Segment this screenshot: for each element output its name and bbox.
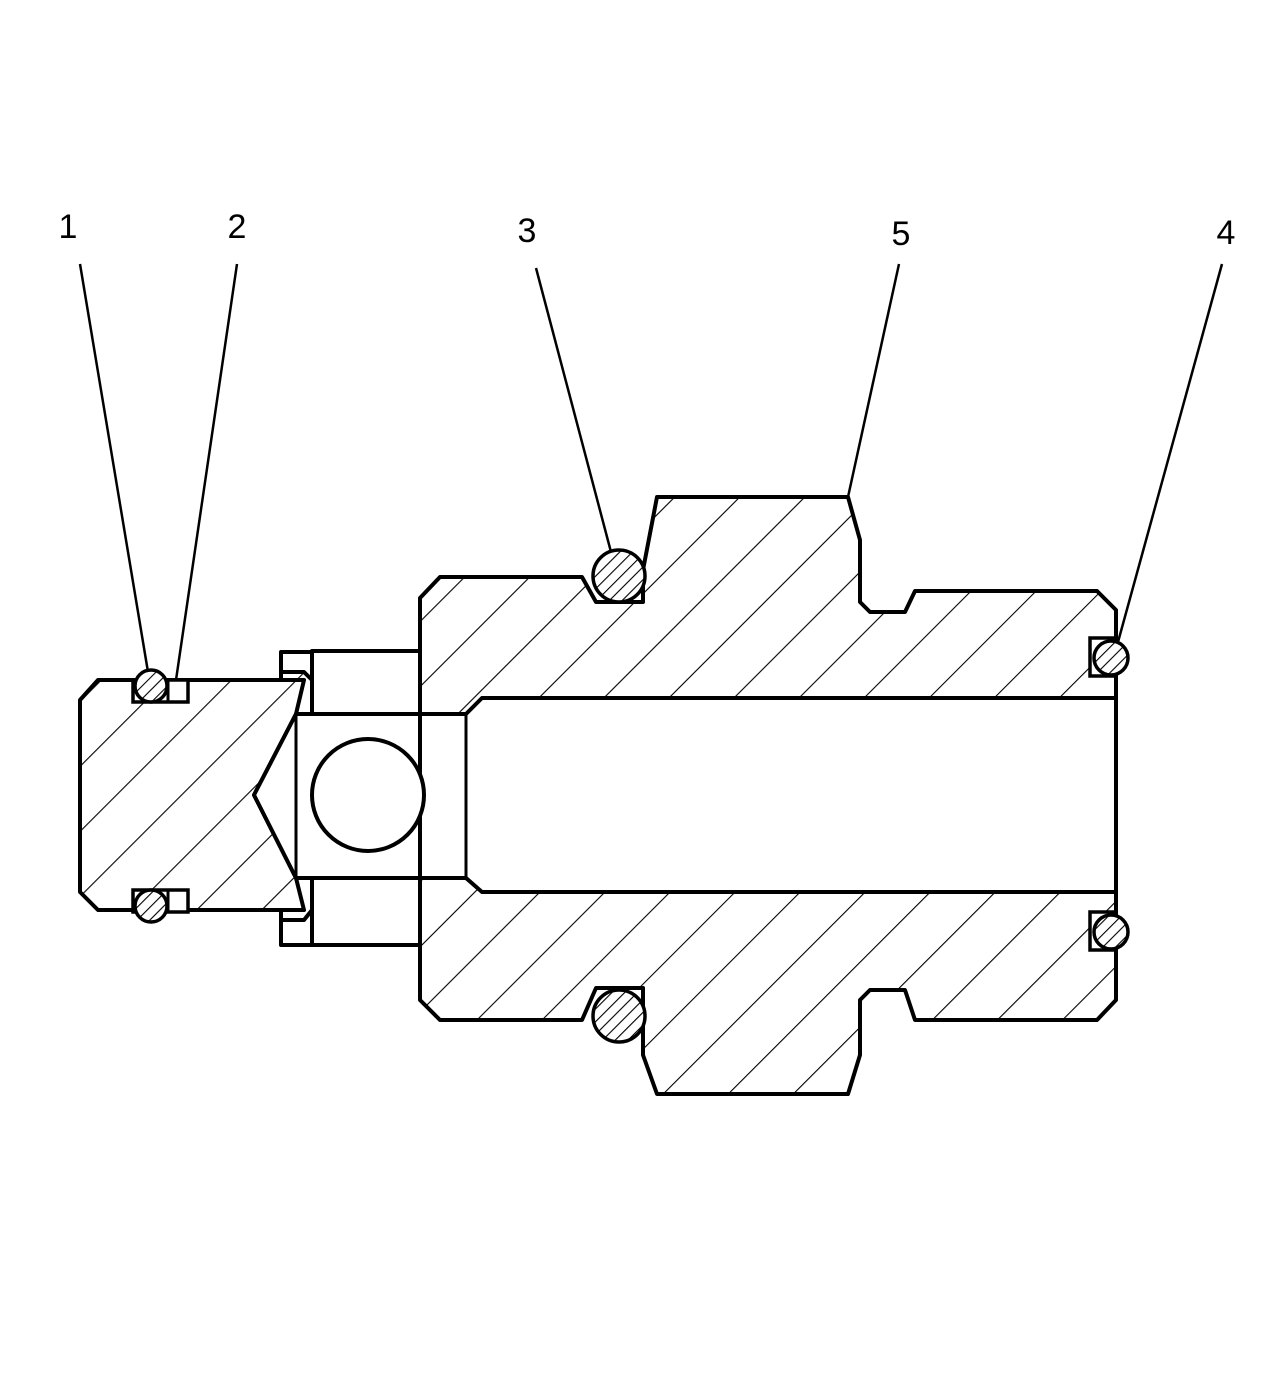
leader-2 [174, 263, 239, 681]
oring-4-bottom [1092, 913, 1130, 951]
callout-1: 1 [59, 208, 78, 246]
oring-4-top [1092, 639, 1130, 677]
callout-4: 4 [1217, 214, 1236, 252]
oring-1-bottom [133, 888, 169, 924]
oring-3-bottom [591, 988, 647, 1044]
check-ball [310, 737, 426, 853]
callout-2: 2 [228, 208, 247, 246]
oring-3-top [591, 548, 647, 604]
bore [418, 696, 1118, 894]
leader-4 [1116, 263, 1224, 643]
callout-3: 3 [518, 212, 537, 250]
leader-1 [78, 263, 150, 673]
leader-3 [534, 267, 613, 553]
callout-5: 5 [892, 215, 911, 253]
leader-5 [846, 263, 901, 498]
oring-1-top [133, 668, 169, 704]
